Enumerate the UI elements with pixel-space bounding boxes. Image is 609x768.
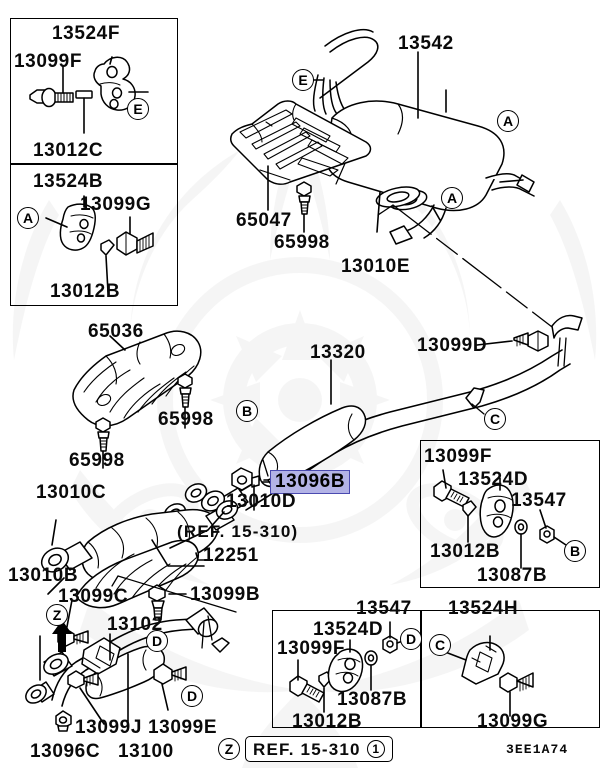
selected-part-label-13096b[interactable]: 13096B bbox=[270, 470, 351, 494]
part-label-13012b-rm: 13012B bbox=[430, 541, 501, 562]
callout-circle-c-center: C bbox=[484, 408, 506, 430]
part-label-13099g-br: 13099G bbox=[477, 711, 549, 732]
callout-circle-b-panel: B bbox=[564, 540, 586, 562]
callout-circle-e-panel: E bbox=[127, 98, 149, 120]
part-label-13099j: 13099J bbox=[75, 717, 143, 738]
reference-inline-note: (REF. 15-310) bbox=[177, 522, 299, 541]
panel-bottom-group bbox=[272, 610, 600, 728]
part-label-13524d-rm: 13524D bbox=[458, 469, 529, 490]
part-label-13087b-rm: 13087B bbox=[477, 565, 548, 586]
callout-circle-a-panel: A bbox=[17, 207, 39, 229]
part-label-13524d-bm: 13524D bbox=[313, 619, 384, 640]
part-label-13099c: 13099C bbox=[58, 586, 129, 607]
part-label-13102: 13102 bbox=[107, 614, 163, 635]
part-label-13524f: 13524F bbox=[52, 23, 121, 44]
callout-circle-c-panel: C bbox=[429, 634, 451, 656]
callout-circle-z-arrow: Z bbox=[46, 604, 68, 626]
part-label-13099f-tl: 13099F bbox=[14, 51, 83, 72]
part-label-13524h: 13524H bbox=[448, 598, 519, 619]
part-label-13099e: 13099E bbox=[148, 717, 218, 738]
callout-circle-a-lower: A bbox=[441, 187, 463, 209]
part-label-13542: 13542 bbox=[398, 33, 454, 54]
part-label-65998-rear: 65998 bbox=[274, 232, 330, 253]
part-label-13099g-tl: 13099G bbox=[80, 194, 152, 215]
callout-circle-d-panel: D bbox=[400, 628, 422, 650]
part-label-13547-rm: 13547 bbox=[511, 490, 567, 511]
panel-top-left bbox=[10, 18, 178, 306]
part-label-65998-b: 65998 bbox=[69, 450, 125, 471]
part-label-13099d: 13099D bbox=[417, 335, 488, 356]
part-label-13010b: 13010B bbox=[8, 565, 79, 586]
panel-right-mid bbox=[420, 440, 600, 588]
part-label-13524b: 13524B bbox=[33, 171, 104, 192]
reference-pill[interactable]: REF. 15-310 1 bbox=[245, 736, 393, 762]
reference-pill-text: REF. 15-310 bbox=[253, 739, 361, 759]
part-label-65998-a: 65998 bbox=[158, 409, 214, 430]
part-label-13096c: 13096C bbox=[30, 741, 101, 762]
part-label-65047: 65047 bbox=[236, 210, 292, 231]
part-label-13547-bm: 13547 bbox=[356, 598, 412, 619]
part-label-13087b-bm: 13087B bbox=[337, 689, 408, 710]
callout-circle-e-muffler: E bbox=[292, 69, 314, 91]
part-label-65036: 65036 bbox=[88, 321, 144, 342]
part-label-13012b-bm: 13012B bbox=[292, 711, 363, 732]
part-label-13010c: 13010C bbox=[36, 482, 107, 503]
callout-circle-z-footer: Z bbox=[218, 738, 240, 760]
callout-circle-a-upper: A bbox=[497, 110, 519, 132]
panel-bottom-divider bbox=[420, 610, 422, 728]
callout-circle-d-lower: D bbox=[181, 685, 203, 707]
part-label-13099b: 13099B bbox=[190, 584, 261, 605]
callout-circle-b-center: B bbox=[236, 400, 258, 422]
callout-circle-d-upper: D bbox=[146, 630, 168, 652]
part-label-13010d: 13010D bbox=[226, 491, 297, 512]
diagram-code: 3EE1A74 bbox=[506, 742, 569, 757]
part-label-12251: 12251 bbox=[203, 545, 259, 566]
part-label-13012b-tl: 13012B bbox=[50, 281, 121, 302]
part-label-13099f-rm: 13099F bbox=[424, 446, 493, 467]
panel-top-left-divider bbox=[10, 163, 178, 165]
part-label-13012c: 13012C bbox=[33, 140, 104, 161]
part-label-13320: 13320 bbox=[310, 342, 366, 363]
reference-index-circle: 1 bbox=[366, 740, 385, 758]
part-label-13010e: 13010E bbox=[341, 256, 411, 277]
part-label-13099f-bm: 13099F bbox=[277, 638, 346, 659]
part-label-13100: 13100 bbox=[118, 741, 174, 762]
